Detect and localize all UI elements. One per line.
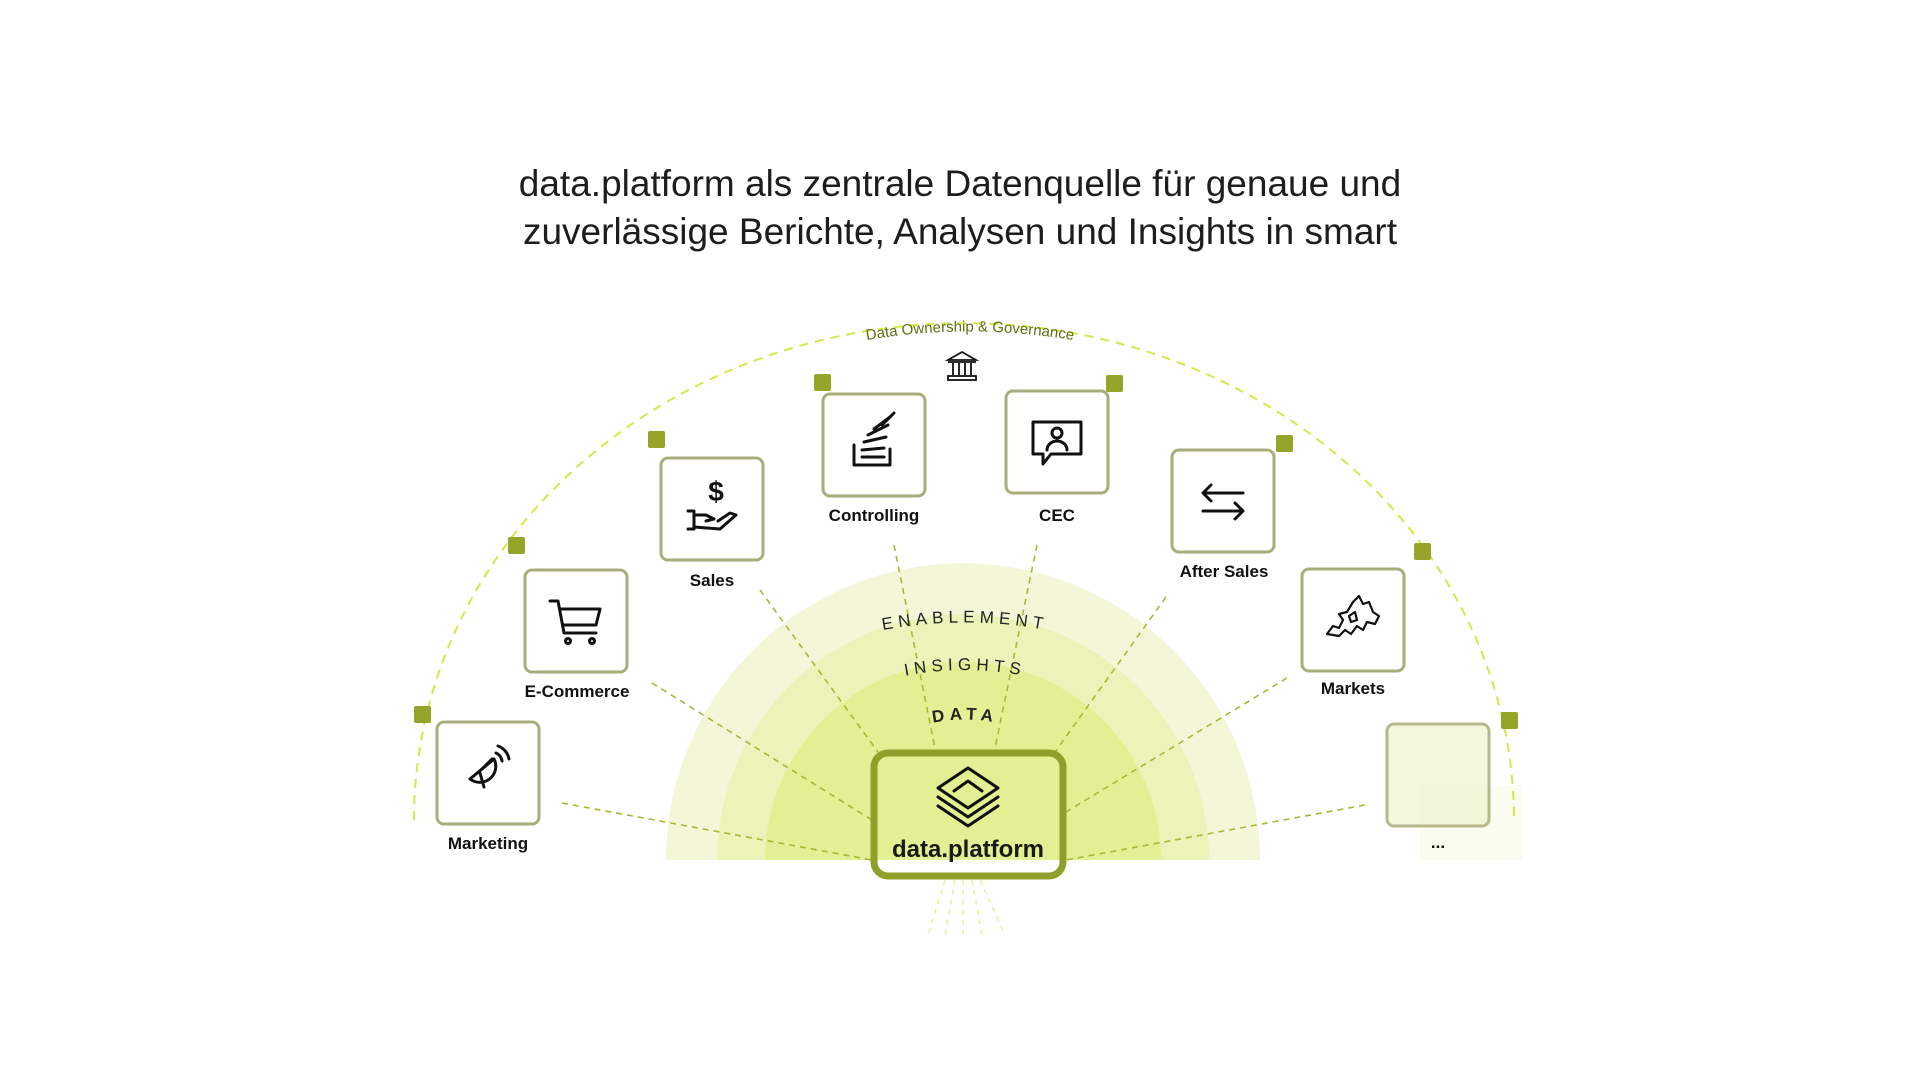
arc-markers <box>414 374 1518 729</box>
europe-map-icon <box>1325 594 1381 638</box>
title-line-2: zuverlässige Berichte, Analysen und Insi… <box>522 211 1398 252</box>
card-after-sales[interactable] <box>1170 448 1276 554</box>
label-controlling: Controlling <box>829 506 920 525</box>
label-cec: CEC <box>1039 506 1075 525</box>
label-marketing: Marketing <box>448 834 528 853</box>
layers-icon <box>936 766 1000 828</box>
stacked-documents-icon <box>852 411 896 467</box>
card-markets[interactable] <box>1300 567 1406 673</box>
card-controlling[interactable] <box>821 392 927 498</box>
label-markets: Markets <box>1321 679 1385 698</box>
card-marketing[interactable] <box>435 720 541 826</box>
label-after-sales: After Sales <box>1180 562 1269 581</box>
label-sales: Sales <box>690 571 734 590</box>
card-ecommerce[interactable] <box>523 568 629 674</box>
satellite-dish-icon <box>468 744 511 789</box>
bands <box>666 563 1260 860</box>
data-platform-label: data.platform <box>892 836 1044 863</box>
data-platform-box[interactable] <box>870 749 1067 880</box>
title-line-1: data.platform als zentrale Datenquelle f… <box>518 163 1402 204</box>
hand-dollar-icon: $ <box>686 476 738 531</box>
arc-marker <box>1501 712 1518 729</box>
card-sales[interactable] <box>659 456 765 562</box>
domain-cards <box>435 389 1491 828</box>
bottom-rays <box>927 879 1006 940</box>
page-title: data.platform als zentrale Datenquelle f… <box>0 160 1920 256</box>
arc-marker <box>508 537 525 554</box>
arc-marker <box>648 431 665 448</box>
arc-marker <box>1414 543 1431 560</box>
governance-arc <box>413 322 1515 821</box>
arc-marker <box>414 706 431 723</box>
card-more[interactable] <box>1385 722 1491 828</box>
band-label-data: DATA <box>931 704 1000 726</box>
label-more: ... <box>1431 833 1445 852</box>
bank-icon <box>944 350 980 381</box>
arc-marker <box>1106 375 1123 392</box>
svg-text:$: $ <box>708 476 724 507</box>
label-ecommerce: E-Commerce <box>525 682 630 701</box>
chat-user-icon <box>1031 420 1083 466</box>
shopping-cart-icon <box>548 599 602 645</box>
exchange-arrows-icon <box>1201 483 1245 521</box>
arc-marker <box>814 374 831 391</box>
arc-marker <box>1276 435 1293 452</box>
connectors <box>561 544 1366 861</box>
governance-label: Data Ownership & Governance <box>865 318 1076 344</box>
